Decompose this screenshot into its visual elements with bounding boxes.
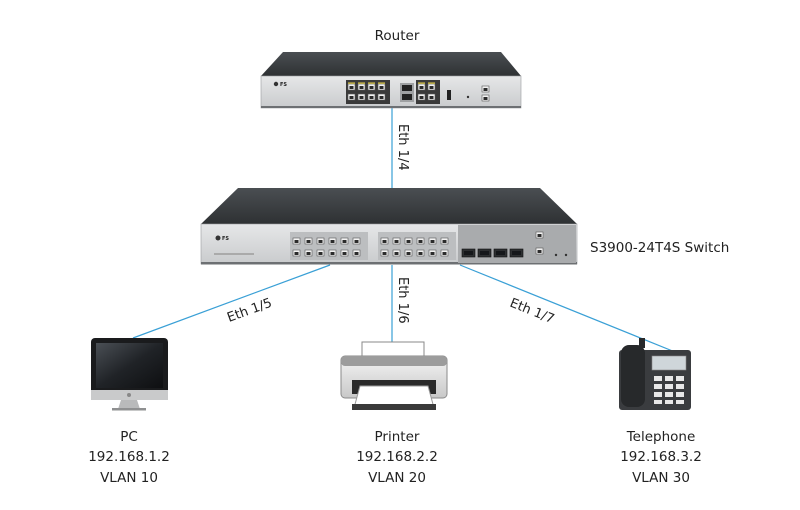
link-switch-pc [132,264,331,339]
switch-brand: FS [222,236,229,242]
pc-name: PC [120,429,138,445]
telephone-icon [619,338,691,410]
pc-monitor-icon [91,338,168,411]
printer-vlan: VLAN 20 [368,470,426,486]
link-label-eth-1-5: Eth 1/5 [225,296,274,326]
phone-ip: 192.168.3.2 [620,449,702,465]
link-label-eth-1-4: Eth 1/4 [395,124,410,171]
switch-device: FS [200,188,578,265]
switch-port-block-2 [378,232,456,260]
printer-ip: 192.168.2.2 [356,449,438,465]
link-switch-phone [459,264,681,355]
pc-ip: 192.168.1.2 [88,449,170,465]
pc-vlan: VLAN 10 [100,470,158,486]
switch-label: S3900-24T4S Switch [590,240,729,256]
switch-port-block-1 [290,232,368,260]
router-logo-icon: FS [273,81,287,88]
router-brand: FS [280,82,287,88]
phone-name: Telephone [626,429,696,445]
switch-logo-icon: FS [215,235,229,242]
link-label-eth-1-6: Eth 1/6 [395,277,410,324]
router-device: FS [260,52,522,109]
router-label: Router [375,28,420,44]
phone-vlan: VLAN 30 [632,470,690,486]
printer-icon [340,341,448,410]
printer-name: Printer [375,429,420,445]
